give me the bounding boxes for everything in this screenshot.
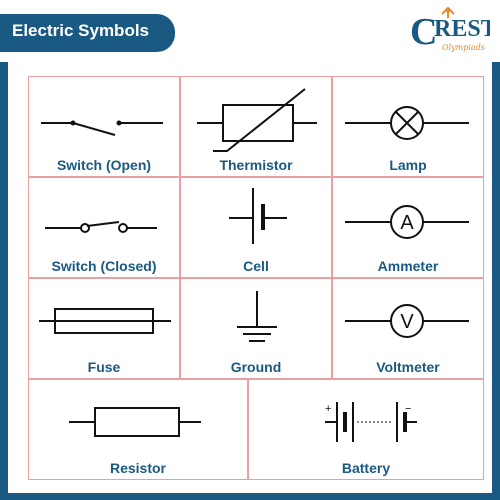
cell-fuse: Fuse — [28, 278, 180, 379]
label-cell: Cell — [243, 258, 269, 274]
crest-logo: C REST Olympiads — [408, 6, 497, 58]
cell-switch-closed: Switch (Closed) — [28, 177, 180, 278]
label-switch-open: Switch (Open) — [56, 157, 152, 173]
label-voltmeter: Voltmeter — [376, 359, 440, 375]
cell-switch-open: Switch (Open) — [28, 76, 180, 177]
thermistor-symbol — [197, 88, 317, 152]
label-ammeter: Ammeter — [377, 258, 439, 274]
voltmeter-glyph: V — [400, 311, 414, 333]
cell-ground: Ground — [180, 278, 332, 379]
title-tab — [0, 14, 175, 52]
battery-symbol: + − — [325, 402, 417, 442]
cell-voltmeter: V Voltmeter — [332, 278, 484, 379]
fuse-symbol — [39, 308, 171, 334]
cell-thermistor: Thermistor — [180, 76, 332, 177]
content-panel — [8, 52, 492, 493]
logo-text: REST — [434, 16, 490, 42]
lamp-symbol — [345, 106, 469, 140]
cell-battery: + − Battery — [248, 379, 484, 480]
cell-resistor: Resistor — [28, 379, 248, 480]
ammeter-glyph: A — [400, 212, 414, 234]
label-lamp: Lamp — [389, 157, 427, 173]
logo-subtitle: Olympiads — [442, 43, 485, 52]
label-thermistor: Thermistor — [219, 157, 293, 173]
label-fuse: Fuse — [87, 359, 121, 375]
logo-initial: C — [410, 11, 437, 53]
cell-symbol — [229, 188, 287, 244]
cell-lamp: Lamp — [332, 76, 484, 177]
ammeter-symbol: A — [345, 205, 469, 239]
symbols-grid: Switch (Open) Thermistor Lamp Switch — [28, 76, 484, 480]
label-ground: Ground — [230, 359, 282, 375]
cell-ammeter: A Ammeter — [332, 177, 484, 278]
cell-cell: Cell — [180, 177, 332, 278]
label-resistor: Resistor — [109, 460, 167, 476]
battery-minus-sign: − — [405, 403, 411, 415]
switch-closed-symbol — [45, 221, 157, 233]
resistor-symbol — [69, 407, 201, 437]
label-battery: Battery — [341, 460, 391, 476]
voltmeter-symbol: V — [345, 304, 469, 338]
page-title: Electric Symbols — [12, 21, 150, 40]
label-switch-closed: Switch (Closed) — [51, 258, 157, 274]
ground-symbol — [237, 291, 277, 342]
battery-plus-sign: + — [325, 403, 331, 415]
switch-open-symbol — [41, 120, 163, 136]
